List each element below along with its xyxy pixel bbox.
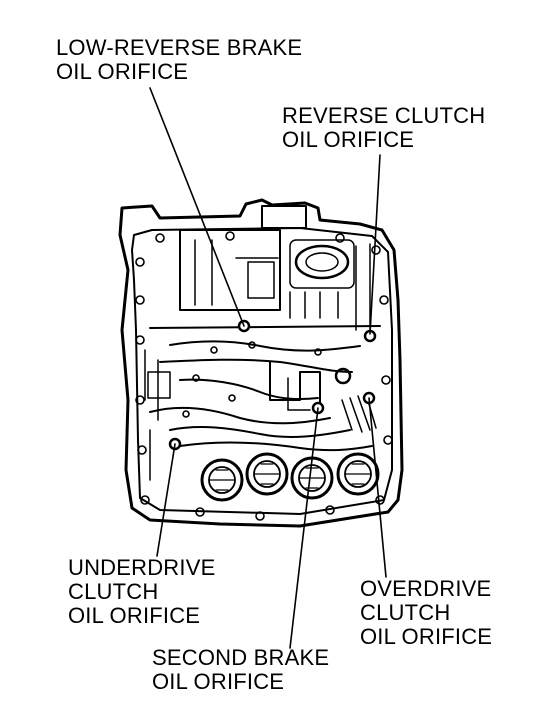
- piston-1: [200, 458, 244, 502]
- label-line: SECOND BRAKE: [152, 645, 330, 670]
- label-line: OVERDRIVE: [360, 576, 492, 601]
- label-overdrive-clutch: OVERDRIVE CLUTCH OIL ORIFICE: [360, 577, 492, 649]
- solenoid-block: [179, 229, 281, 311]
- leader-second-brake: [289, 407, 319, 649]
- bolt-holes: [135, 231, 393, 521]
- valve-body-housing: [118, 198, 404, 528]
- leader-low-reverse: [149, 87, 245, 327]
- label-line: OIL ORIFICE: [56, 59, 189, 84]
- label-second-brake: SECOND BRAKE OIL ORIFICE: [152, 646, 329, 694]
- leader-reverse-clutch: [369, 154, 381, 335]
- label-underdrive-clutch: UNDERDRIVE CLUTCH OIL ORIFICE: [68, 556, 215, 628]
- label-line: CLUTCH: [68, 579, 159, 604]
- label-low-reverse-brake: LOW-REVERSE BRAKE OIL ORIFICE: [56, 36, 302, 84]
- label-line: OIL ORIFICE: [360, 624, 493, 649]
- label-line: OIL ORIFICE: [152, 669, 285, 694]
- label-line: CLUTCH: [360, 600, 451, 625]
- leader-overdrive: [368, 397, 387, 578]
- label-line: UNDERDRIVE: [68, 555, 216, 580]
- piston-4: [336, 452, 380, 496]
- leader-underdrive: [156, 443, 176, 557]
- label-reverse-clutch: REVERSE CLUTCH OIL ORIFICE: [282, 104, 485, 152]
- label-line: OIL ORIFICE: [68, 603, 201, 628]
- label-line: OIL ORIFICE: [282, 127, 415, 152]
- label-line: REVERSE CLUTCH: [282, 103, 486, 128]
- piston-2: [245, 452, 289, 496]
- label-line: LOW-REVERSE BRAKE: [56, 35, 303, 60]
- accumulator-oval: [294, 244, 350, 280]
